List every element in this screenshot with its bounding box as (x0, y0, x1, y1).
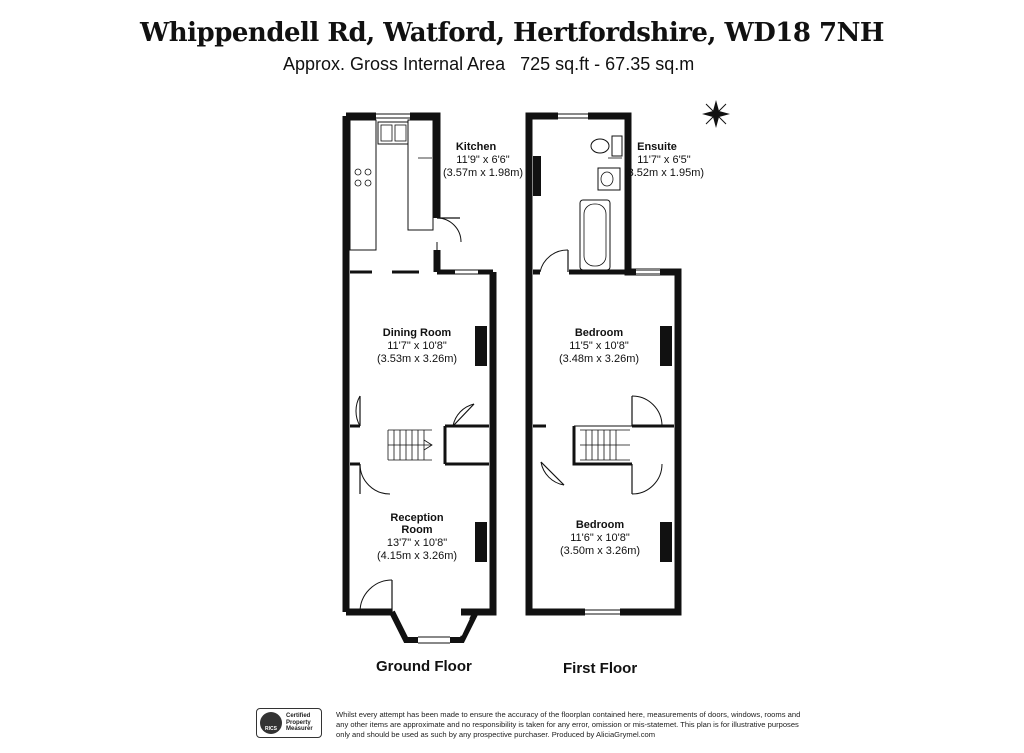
rics-badge-text: Certified Property Measurer (286, 713, 313, 733)
disclaimer-text: Whilst every attempt has been made to en… (336, 710, 801, 739)
kitchen-name: Kitchen (456, 141, 497, 153)
area-subtitle: Approx. Gross Internal Area 725 sq.ft - … (283, 54, 694, 75)
bedroom-1-imperial: 11'5" x 10'8" (569, 340, 629, 352)
compass-rose-icon (702, 100, 730, 128)
reception-room-label: Reception Room 13'7" x 10'8" (4.15m x 3.… (377, 512, 457, 562)
ground-floor-plan (342, 112, 497, 644)
first-floor-label: First Floor (563, 660, 638, 677)
area-value: 725 sq.ft - 67.35 sq.m (520, 54, 695, 74)
area-label: Approx. Gross Internal Area (283, 54, 506, 74)
bedroom-2-metric: (3.50m x 3.26m) (560, 545, 640, 557)
bedroom-1-metric: (3.48m x 3.26m) (559, 353, 639, 365)
dining-room-metric: (3.53m x 3.26m) (377, 353, 457, 365)
rics-logo-icon: RICS (260, 712, 282, 734)
ensuite-label: Ensuite 11'7" x 6'5" (3.52m x 1.95m) (624, 141, 704, 179)
ensuite-imperial: 11'7" x 6'5" (637, 154, 690, 166)
badge-line-3: Measurer (286, 726, 313, 733)
reception-imperial: 13'7" x 10'8" (387, 537, 447, 549)
bedroom-1-name: Bedroom (575, 327, 624, 339)
dining-room-name: Dining Room (383, 327, 452, 339)
ensuite-name: Ensuite (637, 141, 677, 153)
kitchen-metric: (3.57m x 1.98m) (443, 167, 523, 179)
ground-floor-label: Ground Floor (376, 658, 472, 675)
badge-line-1: Certified (286, 713, 311, 720)
bedroom-2-imperial: 11'6" x 10'8" (570, 532, 630, 544)
bedroom-2-label: Bedroom 11'6" x 10'8" (3.50m x 3.26m) (560, 519, 640, 557)
reception-name-line2: Room (401, 524, 432, 536)
bedroom-1-label: Bedroom 11'5" x 10'8" (3.48m x 3.26m) (559, 327, 639, 365)
reception-metric: (4.15m x 3.26m) (377, 550, 457, 562)
reception-name-line1: Reception (390, 512, 443, 524)
dining-room-label: Dining Room 11'7" x 10'8" (3.53m x 3.26m… (377, 327, 457, 365)
kitchen-label: Kitchen 11'9" x 6'6" (3.57m x 1.98m) (443, 141, 523, 179)
dining-room-imperial: 11'7" x 10'8" (387, 340, 447, 352)
rics-certified-badge: RICS Certified Property Measurer (256, 708, 322, 738)
badge-line-2: Property (286, 719, 311, 726)
bedroom-2-name: Bedroom (576, 519, 625, 531)
property-address-title: Whippendell Rd, Watford, Hertfordshire, … (140, 18, 884, 48)
kitchen-imperial: 11'9" x 6'6" (456, 154, 509, 166)
ensuite-metric: (3.52m x 1.95m) (624, 167, 704, 179)
first-floor-plan (525, 112, 682, 616)
